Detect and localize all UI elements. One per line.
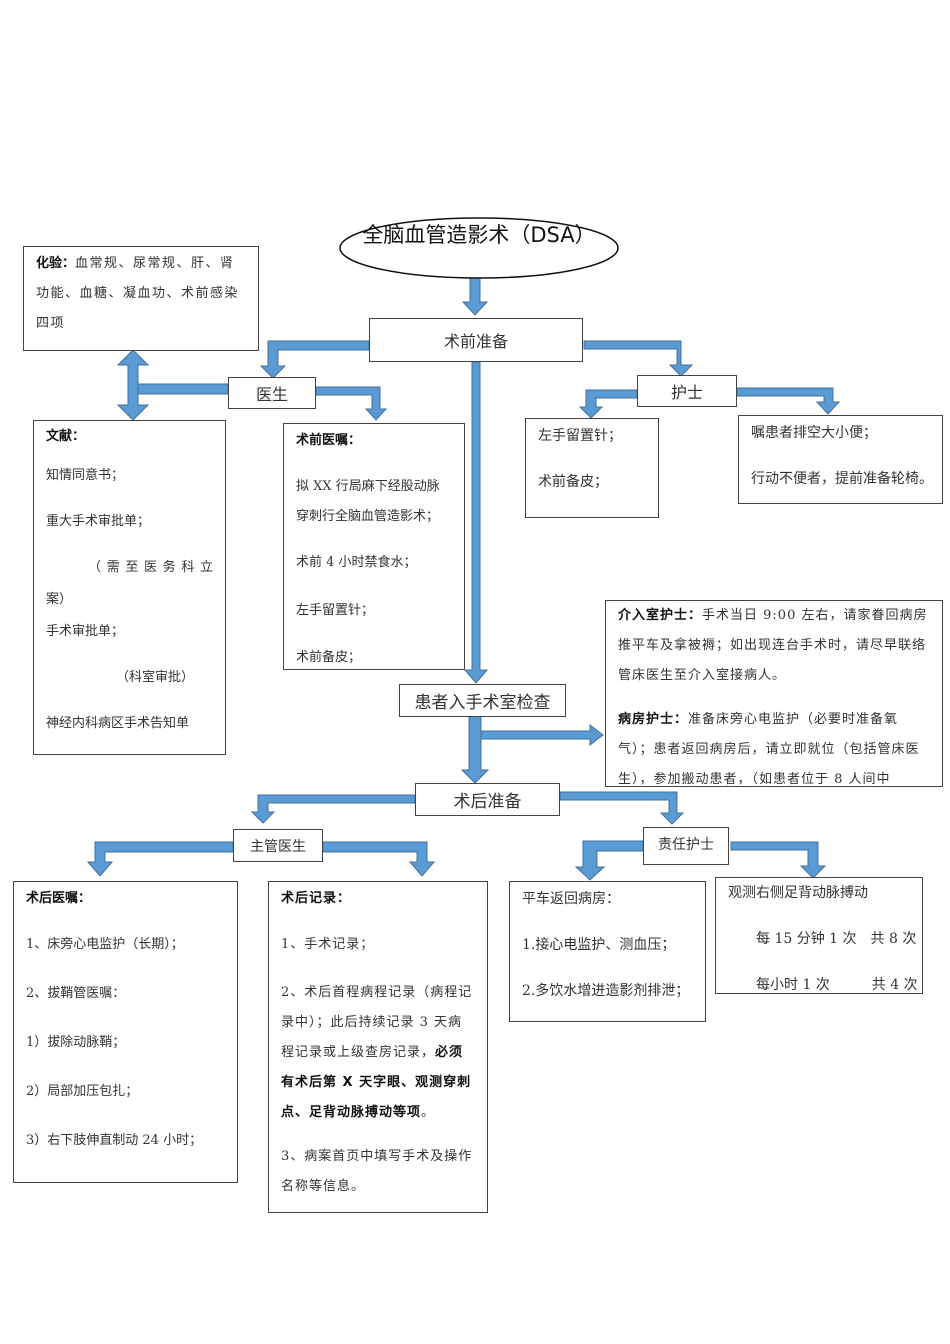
arrow-preop-to-nurse bbox=[583, 340, 694, 377]
postop-records-item1: 1、手术记录； bbox=[281, 937, 375, 952]
node-nurse-label: 护士 bbox=[670, 383, 703, 402]
postop-records-item3: 3、病案首页中填写手术及操作名称等信息。 bbox=[281, 1149, 473, 1194]
arrow-doctor-to-docs-bar bbox=[137, 383, 229, 395]
documents-line: （科室审批） bbox=[116, 670, 195, 685]
documents-line: 手术审批单； bbox=[46, 624, 125, 639]
nurse-preop-right-line: 行动不便者，提前准备轮椅。 bbox=[751, 471, 933, 487]
postop-records-heading: 术后记录： bbox=[281, 891, 352, 906]
postop-records-item2-end: 。 bbox=[421, 1105, 436, 1120]
arrow-title-to-preop bbox=[461, 275, 489, 316]
pulse-monitor-line: 每小时 1 次 共 4 次 bbox=[756, 977, 918, 993]
node-attending-label: 主管医生 bbox=[250, 838, 306, 855]
postop-records-item2-emphasis: 必须有术后第 X 天字眼、观测穿刺点、足背动脉搏动等项 bbox=[281, 1045, 472, 1120]
postop-orders-box: 术后医嘱： 1、床旁心电监护（长期）； 2、拔鞘管医嘱： 1）拔除动脉鞘； 2）… bbox=[13, 881, 238, 1183]
return-ward-line: 2.多饮水增进造影剂排泄； bbox=[522, 983, 690, 999]
nurse-preop-right-line: 嘱患者排空大小便； bbox=[751, 425, 877, 441]
node-nurse: 护士 bbox=[637, 375, 737, 407]
arrow-attending-to-orders bbox=[86, 841, 234, 877]
page-title: 全脑血管造影术（DSA） bbox=[362, 223, 596, 247]
documents-line: 重大手术审批单； bbox=[46, 514, 151, 529]
preop-orders-line: 术前备皮； bbox=[296, 650, 362, 665]
documents-line: 案） bbox=[46, 592, 73, 607]
preop-orders-line: 术前 4 小时禁食水； bbox=[296, 555, 417, 570]
node-post-nurse-label: 责任护士 bbox=[658, 837, 714, 853]
preop-orders-line: 左手留置针； bbox=[296, 603, 375, 618]
arrow-preop-to-enter bbox=[463, 361, 489, 684]
pulse-monitor-line: 每 15 分钟 1 次 共 8 次 bbox=[756, 931, 917, 947]
node-preop: 术前准备 bbox=[369, 318, 583, 362]
return-ward-line: 平车返回病房： bbox=[522, 891, 620, 907]
node-doctor-label: 医生 bbox=[255, 385, 288, 404]
lab-tests-text: 血常规、尿常规、肝、肾功能、血糖、凝血功、术前感染四项 bbox=[36, 256, 240, 331]
documents-line: 神经内科病区手术告知单 bbox=[46, 716, 190, 731]
node-attending: 主管医生 bbox=[233, 829, 323, 862]
enter-room-notes-box: 介入室护士：手术当日 9:00 左右，请家眷回病房推平车及拿被褥；如出现连台手术… bbox=[605, 600, 943, 787]
node-postop-label: 术后准备 bbox=[453, 792, 522, 812]
interventional-nurse-heading: 介入室护士： bbox=[618, 608, 703, 623]
lab-tests-heading: 化验： bbox=[36, 256, 76, 271]
arrow-enter-to-postop bbox=[460, 715, 490, 784]
ward-nurse-text: 准备床旁心电监护（必要时准备氧气）；患者返回病房后，请立即就位（包括管床医生），… bbox=[618, 712, 920, 787]
node-preop-label: 术前准备 bbox=[443, 332, 508, 351]
documents-line: 知情同意书； bbox=[46, 468, 125, 483]
postop-orders-heading: 术后医嘱： bbox=[26, 891, 92, 906]
arrow-double-lab-docs bbox=[116, 349, 150, 421]
documents-box: 文献： 知情同意书； 重大手术审批单； （需至医务科立 案） 手术审批单； （科… bbox=[33, 420, 226, 755]
arrow-nurse-to-pulse-box bbox=[730, 841, 827, 879]
postop-orders-line: 1）拔除动脉鞘； bbox=[26, 1035, 126, 1050]
arrow-nurse-to-leftbox bbox=[578, 389, 638, 419]
lab-tests-box: 化验：血常规、尿常规、肝、肾功能、血糖、凝血功、术前感染四项 bbox=[23, 246, 259, 351]
pulse-monitor-line: 观测右侧足背动脉搏动 bbox=[728, 885, 868, 901]
postop-records-item2: 2、术后首程病程记录（病程记录中）；此后持续记录 3 天病程记录或上级查房记录， bbox=[281, 985, 473, 1060]
return-ward-box: 平车返回病房： 1.接心电监护、测血压； 2.多饮水增进造影剂排泄； bbox=[509, 881, 706, 1022]
postop-orders-line: 2）局部加压包扎； bbox=[26, 1084, 139, 1099]
documents-heading: 文献： bbox=[46, 429, 86, 444]
postop-records-box: 术后记录： 1、手术记录； 2、术后首程病程记录（病程记录中）；此后持续记录 3… bbox=[268, 881, 488, 1213]
preop-orders-line: 穿刺行全脑血管造影术； bbox=[296, 509, 440, 524]
node-enter-room: 患者入手术室检查 bbox=[399, 684, 566, 717]
interventional-nurse-text: 手术当日 9:00 左右，请家眷回病房推平车及拿被褥；如出现连台手术时，请尽早联… bbox=[618, 608, 928, 683]
pulse-monitor-box: 观测右侧足背动脉搏动 每 15 分钟 1 次 共 8 次 每小时 1 次 共 4… bbox=[715, 877, 923, 994]
preop-orders-line: 拟 XX 行局麻下经股动脉 bbox=[296, 479, 440, 494]
arrow-postop-to-nurse bbox=[559, 791, 685, 825]
arrow-nurse-to-rightbox bbox=[736, 387, 841, 415]
arrow-nurse-to-return-box bbox=[574, 840, 644, 881]
arrow-postop-to-attending bbox=[250, 794, 416, 824]
arrow-preop-to-doctor bbox=[259, 340, 370, 379]
node-post-nurse: 责任护士 bbox=[643, 827, 729, 865]
node-doctor: 医生 bbox=[228, 377, 316, 409]
title-ellipse bbox=[339, 217, 619, 279]
arrow-enter-to-notes bbox=[480, 723, 604, 747]
preop-orders-box: 术前医嘱： 拟 XX 行局麻下经股动脉 穿刺行全脑血管造影术； 术前 4 小时禁… bbox=[283, 423, 465, 670]
arrow-attending-to-records bbox=[322, 841, 436, 877]
arrow-doctor-to-orders bbox=[315, 386, 388, 421]
nurse-preop-left-line: 左手留置针； bbox=[538, 428, 622, 444]
preop-orders-heading: 术前医嘱： bbox=[296, 433, 362, 448]
node-enter-room-label: 患者入手术室检查 bbox=[414, 693, 551, 713]
nurse-preop-left-box: 左手留置针； 术前备皮； bbox=[525, 418, 659, 518]
node-postop: 术后准备 bbox=[415, 783, 560, 816]
postop-orders-line: 3）右下肢伸直制动 24 小时； bbox=[26, 1133, 203, 1148]
postop-orders-line: 2、拔鞘管医嘱： bbox=[26, 986, 126, 1001]
nurse-preop-right-box: 嘱患者排空大小便； 行动不便者，提前准备轮椅。 bbox=[738, 415, 943, 504]
return-ward-line: 1.接心电监护、测血压； bbox=[522, 937, 676, 953]
nurse-preop-left-line: 术前备皮； bbox=[538, 474, 608, 490]
ward-nurse-heading: 病房护士： bbox=[618, 712, 689, 727]
documents-line: （需至医务科立 bbox=[88, 560, 213, 575]
postop-orders-line: 1、床旁心电监护（长期）； bbox=[26, 937, 184, 952]
